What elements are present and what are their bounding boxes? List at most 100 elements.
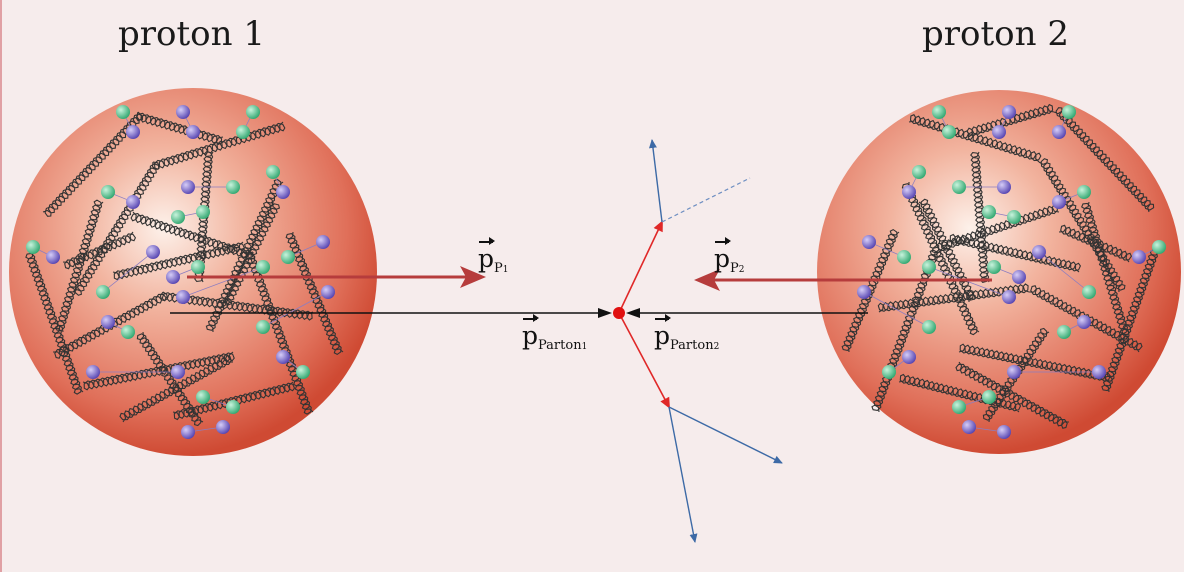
gluon-coil — [55, 199, 104, 333]
gluon-coil — [1053, 107, 1155, 213]
gluon-coil — [918, 198, 977, 302]
quark-green — [196, 390, 210, 404]
quark-purple — [181, 180, 195, 194]
quark-green — [226, 180, 240, 194]
quark-purple — [86, 365, 100, 379]
gluon-coil — [936, 204, 1060, 253]
gluon-coil — [136, 331, 204, 427]
quark-purple — [997, 180, 1011, 194]
quark-purple — [997, 425, 1011, 439]
gluon-coil — [1081, 201, 1130, 335]
quark-link — [1038, 251, 1090, 293]
parton-2-arrow — [626, 308, 868, 318]
quark-green — [1007, 210, 1021, 224]
gluon-coil — [112, 241, 246, 281]
gluon-coil — [966, 103, 1055, 138]
quark-purple — [1007, 365, 1021, 379]
proton-1-momentum-label: pP1 — [478, 237, 509, 276]
quark-link — [102, 251, 154, 293]
interaction-vertex — [613, 307, 625, 319]
quark-purple — [1012, 270, 1026, 284]
quark-green — [121, 325, 135, 339]
quark-green — [952, 180, 966, 194]
quark-green — [1077, 185, 1091, 199]
quark-purple — [176, 290, 190, 304]
quark-green — [1152, 240, 1166, 254]
quark-purple — [1052, 125, 1066, 139]
quark-purple — [962, 420, 976, 434]
quark-green — [982, 390, 996, 404]
outgoing-red-upper — [618, 220, 663, 314]
quark-green — [226, 400, 240, 414]
quark-green — [236, 125, 250, 139]
quark-green — [281, 250, 295, 264]
quark-green — [96, 285, 110, 299]
quark-link — [182, 266, 264, 298]
gluon-coil — [955, 361, 1070, 429]
outgoing-red-lower — [618, 312, 670, 409]
proton-2-momentum-label: pP2 — [714, 237, 745, 276]
quark-green — [932, 105, 946, 119]
quark-green — [942, 125, 956, 139]
proton-1-momentum-arrow — [187, 266, 486, 288]
proton-1-quarks — [26, 105, 335, 439]
jet-lower-blue-right — [668, 406, 783, 464]
quark-green — [171, 210, 185, 224]
gluon-coil — [222, 202, 281, 306]
gluon-coil — [82, 351, 235, 391]
quark-green — [882, 365, 896, 379]
quark-purple — [1032, 245, 1046, 259]
quark-purple — [992, 125, 1006, 139]
proton-2-quarks — [857, 105, 1166, 439]
quark-purple — [186, 125, 200, 139]
quark-purple — [1132, 250, 1146, 264]
gluon-coil — [871, 249, 940, 413]
quark-purple — [862, 235, 876, 249]
quark-green — [191, 260, 205, 274]
gluon-coil — [948, 233, 1082, 273]
quark-purple — [1002, 105, 1016, 119]
quark-purple — [146, 245, 160, 259]
gluon-coil — [841, 228, 900, 353]
quark-purple — [902, 185, 916, 199]
quark-green — [1082, 285, 1096, 299]
quark-green — [987, 260, 1001, 274]
proton-2-gluons — [841, 103, 1160, 429]
quark-green — [982, 205, 996, 219]
quark-green — [952, 400, 966, 414]
gluon-coil — [1058, 224, 1133, 263]
gluon-coil — [958, 343, 1111, 383]
jet-lower-blue-down — [668, 406, 698, 543]
quark-green — [196, 205, 210, 219]
quark-purple — [166, 270, 180, 284]
gluon-coil — [194, 150, 214, 283]
quark-purple — [857, 285, 871, 299]
quark-purple — [46, 250, 60, 264]
gluon-coil — [1101, 249, 1160, 393]
quark-green — [897, 250, 911, 264]
gluon-coil — [135, 111, 224, 146]
quark-green — [256, 320, 270, 334]
proton-2 — [817, 90, 1181, 454]
gluon-coil — [982, 327, 1050, 423]
gluon-coil — [52, 291, 167, 359]
parton-1-momentum-label: pParton1 — [522, 314, 588, 353]
proton-1-sphere — [9, 88, 377, 456]
quark-green — [116, 105, 130, 119]
gluon-coil — [285, 231, 344, 356]
quark-green — [1057, 325, 1071, 339]
proton-1 — [9, 88, 377, 456]
quark-purple — [126, 125, 140, 139]
quark-green — [922, 320, 936, 334]
proton-2-momentum-arrow — [694, 269, 992, 291]
proton-1-title: proton 1 — [118, 14, 265, 54]
quark-purple — [1002, 290, 1016, 304]
gluon-coil — [205, 178, 284, 333]
gluon-coil — [1028, 285, 1143, 353]
quark-green — [266, 165, 280, 179]
jet-upper-blue — [648, 139, 663, 223]
quark-purple — [902, 350, 916, 364]
quark-purple — [321, 285, 335, 299]
